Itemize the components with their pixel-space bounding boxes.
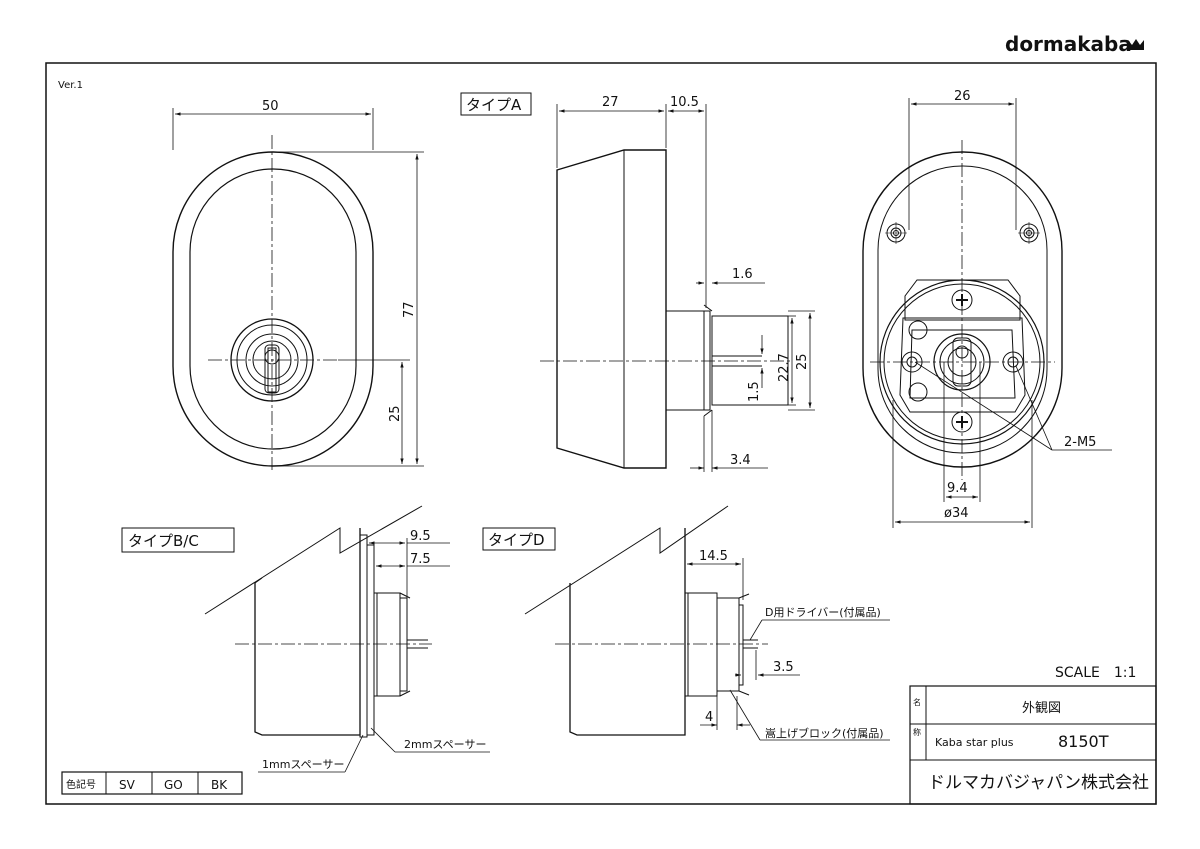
dim-dia34: ø34 <box>944 506 969 521</box>
mount-hole-left <box>885 222 907 244</box>
crown-icon <box>1128 39 1144 50</box>
brand-logo: dormakaba <box>1005 32 1132 56</box>
drawing-frame <box>45 62 1157 805</box>
model-number: 8150T <box>1058 732 1109 751</box>
screw-right <box>1002 351 1024 373</box>
type-d-dims: 14.5 3.5 4 D用ドライバー(付属品) 嵩上げブロック(付属品) <box>684 549 890 741</box>
note-driver: D用ドライバー(付属品) <box>765 606 881 619</box>
type-a-side-view <box>540 149 790 469</box>
dim-75: 7.5 <box>410 552 431 567</box>
type-a-label-box: タイプA <box>460 92 532 116</box>
color-code-bk: BK <box>211 778 228 792</box>
title-mark-name: 名 <box>913 697 921 707</box>
dim-145: 14.5 <box>699 549 728 564</box>
version-label: Ver.1 <box>58 80 83 91</box>
dim-34: 3.4 <box>730 453 751 468</box>
dim-16: 1.6 <box>732 267 753 282</box>
type-a-dims: 27 10.5 1.6 25 22.7 1.5 3.4 <box>556 95 815 472</box>
dim-105: 10.5 <box>670 95 699 110</box>
color-code-table <box>61 771 243 795</box>
dim-35: 3.5 <box>773 660 794 675</box>
dim-227: 22.7 <box>777 353 792 382</box>
color-code-sv: SV <box>119 778 136 792</box>
color-code-header: 色記号 <box>66 778 96 791</box>
dim-25-front: 25 <box>388 405 403 422</box>
dim-94: 9.4 <box>947 481 968 496</box>
color-code-go: GO <box>164 778 183 792</box>
front-dims: 50 77 25 <box>172 99 424 467</box>
product-name: Kaba star plus <box>935 736 1014 749</box>
dim-77: 77 <box>402 301 417 318</box>
type-d-label-box: タイプD <box>482 527 556 551</box>
type-a-label: タイプA <box>466 96 522 114</box>
screw-top <box>951 289 973 311</box>
drawing-name: 外観図 <box>1022 701 1061 716</box>
type-bc-dims: 9.5 7.5 1mmスペーサー 2mmスペーサー <box>258 529 490 773</box>
company-name: ドルマカバジャパン株式会社 <box>928 773 1149 793</box>
type-bc-view <box>204 505 432 738</box>
type-d-view <box>524 505 768 736</box>
dim-15: 1.5 <box>747 381 762 402</box>
front-view <box>172 135 374 470</box>
dim-27: 27 <box>602 95 619 110</box>
type-bc-label-box: タイプB/C <box>121 527 235 553</box>
note-spacer-1mm: 1mmスペーサー <box>262 758 344 771</box>
title-block <box>909 685 1157 805</box>
note-block: 嵩上げブロック(付属品) <box>765 726 884 740</box>
type-bc-label: タイプB/C <box>128 532 199 550</box>
title-mark-title: 称 <box>913 727 921 737</box>
back-view <box>862 140 1063 480</box>
note-spacer-2mm: 2mmスペーサー <box>404 738 486 751</box>
note-2m5: 2-M5 <box>1064 435 1096 450</box>
screw-bottom <box>951 411 973 433</box>
type-d-label: タイプD <box>488 531 545 549</box>
dim-25-side: 25 <box>795 353 810 370</box>
dim-4: 4 <box>705 710 713 725</box>
dim-26: 26 <box>954 89 971 104</box>
dim-95: 9.5 <box>410 529 431 544</box>
dim-50: 50 <box>262 99 279 114</box>
scale-label: SCALE 1:1 <box>1055 665 1136 681</box>
back-dims: 26 9.4 ø34 2-M5 <box>892 89 1112 528</box>
screw-left <box>901 351 923 373</box>
mount-hole-right <box>1018 222 1040 244</box>
